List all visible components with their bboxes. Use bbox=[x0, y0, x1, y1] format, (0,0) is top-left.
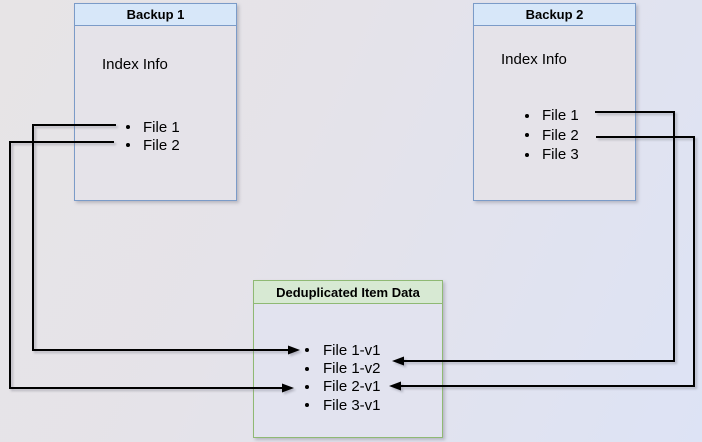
backup1-title: Backup 1 bbox=[75, 4, 236, 26]
file-label: File 2 bbox=[143, 136, 180, 154]
backup1-box: Backup 1 Index Info File 1 File 2 bbox=[74, 3, 237, 201]
list-item: File 3 bbox=[525, 145, 635, 165]
file-label: File 2 bbox=[542, 126, 579, 144]
bullet-icon bbox=[305, 403, 309, 408]
backup2-file-list: File 1 File 2 File 3 bbox=[525, 106, 635, 165]
dedup-title: Deduplicated Item Data bbox=[254, 281, 442, 304]
file-label: File 2-v1 bbox=[323, 378, 381, 396]
dedup-box: Deduplicated Item Data File 1-v1 File 1-… bbox=[253, 280, 443, 438]
dedup-file-list: File 1-v1 File 1-v2 File 2-v1 File 3-v1 bbox=[305, 341, 442, 415]
file-label: File 1-v1 bbox=[323, 341, 381, 359]
backup2-box: Backup 2 Index Info File 1 File 2 File 3 bbox=[473, 3, 636, 201]
list-item: File 1 bbox=[525, 106, 635, 126]
file-label: File 1-v2 bbox=[323, 360, 381, 378]
list-item: File 1-v2 bbox=[305, 359, 442, 377]
list-item: File 1 bbox=[126, 118, 236, 136]
file-label: File 1 bbox=[143, 118, 180, 136]
bullet-icon bbox=[525, 152, 529, 157]
file-label: File 3-v1 bbox=[323, 396, 381, 414]
list-item: File 2 bbox=[525, 126, 635, 146]
file-label: File 3 bbox=[542, 146, 579, 164]
bullet-icon bbox=[305, 384, 309, 389]
backup2-index-info-label: Index Info bbox=[501, 51, 567, 68]
bullet-icon bbox=[525, 113, 529, 118]
bullet-icon bbox=[525, 133, 529, 138]
backup2-title: Backup 2 bbox=[474, 4, 635, 26]
backup1-index-info-label: Index Info bbox=[102, 56, 168, 73]
bullet-icon bbox=[305, 348, 309, 353]
list-item: File 2 bbox=[126, 136, 236, 154]
bullet-icon bbox=[126, 143, 130, 147]
bullet-icon bbox=[126, 125, 130, 129]
file-label: File 1 bbox=[542, 107, 579, 125]
list-item: File 1-v1 bbox=[305, 341, 442, 359]
list-item: File 3-v1 bbox=[305, 396, 442, 414]
backup1-file-list: File 1 File 2 bbox=[126, 118, 236, 154]
list-item: File 2-v1 bbox=[305, 378, 442, 396]
bullet-icon bbox=[305, 366, 309, 371]
